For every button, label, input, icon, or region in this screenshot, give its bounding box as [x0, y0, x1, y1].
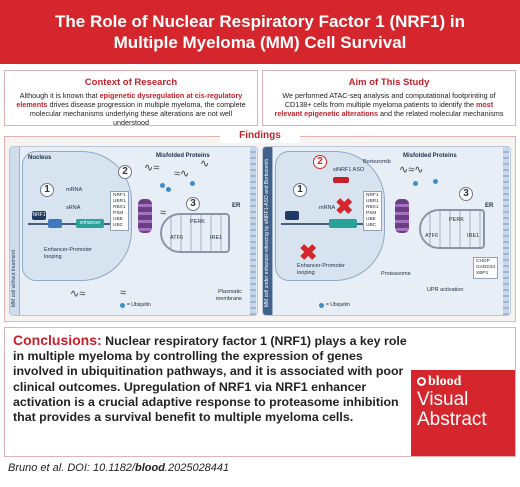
misfolded-proteins-label: Misfolded Proteins — [156, 153, 210, 159]
aim-panel: Aim of This Study We performed ATAC-seq … — [262, 70, 516, 126]
plasma-membrane — [503, 147, 509, 315]
aim-text: We performed ATAC-seq analysis and compu… — [271, 91, 507, 118]
findings-scene-treated: MM cell under enhancer-silencing by siNR… — [262, 146, 511, 316]
plasma-membrane — [250, 147, 256, 315]
ubiquitin-legend-dot — [120, 303, 125, 308]
aso-icon — [333, 177, 349, 183]
misfolded-proteins-label: Misfolded Proteins — [403, 153, 457, 159]
logo-brand-text: blood — [428, 374, 462, 389]
enhancer-box — [329, 219, 357, 228]
conclusions-text: Conclusions: Nuclear respiratory factor … — [13, 332, 413, 425]
ubiquitin-legend-dot — [319, 303, 324, 308]
blood-logo-brand: blood — [417, 374, 509, 390]
context-text-post: drives disease progression in multiple m… — [29, 100, 246, 127]
atf6-label: ATF6 — [425, 233, 439, 239]
ubiquitin-dot — [413, 181, 418, 186]
side-tab-untreated: MM cell without treatment — [10, 147, 20, 315]
context-text-pre: Although it is known that — [19, 91, 100, 100]
misfolded-protein-icon: ∿≈ — [70, 288, 86, 300]
ubiquitin-legend: = Ubiquitin — [127, 302, 151, 308]
findings-scene-untreated: MM cell without treatment Nucleus 1 mRNA… — [9, 146, 258, 316]
aim-text-post: and the related molecular mechanisms — [378, 109, 504, 118]
ire1-label: IRE1 — [467, 233, 480, 239]
blood-drop-icon — [417, 377, 426, 386]
misfolded-protein-icon: ≈ — [160, 207, 167, 219]
context-heading: Context of Research — [84, 77, 178, 88]
perk-label: PERK — [190, 219, 205, 225]
misfolded-protein-icon: ∿≈ — [144, 162, 160, 174]
dna-strand — [28, 223, 120, 225]
er-label: ER — [232, 203, 241, 209]
conclusions-body: Nuclear respiratory factor 1 (NRF1) play… — [13, 334, 407, 425]
endoplasmic-reticulum — [160, 213, 230, 253]
findings-label: Findings — [220, 129, 300, 143]
ire1-label: IRE1 — [210, 235, 223, 241]
ubiquitin-dot — [190, 181, 195, 186]
context-text: Although it is known that epigenetic dys… — [13, 91, 249, 127]
upr-label: UPR activation — [427, 287, 464, 293]
context-text-highlight: epigenetic dysregulation at cis-regulato… — [16, 91, 243, 109]
loop-label: Enhancer-Promoter looping — [44, 247, 92, 260]
logo-line-abstract: Abstract — [417, 409, 487, 430]
step-3-marker: 3 — [186, 197, 200, 211]
misfolded-protein-icon: ∿≈∿ — [399, 164, 424, 176]
proteasome-icon — [395, 199, 409, 233]
nrf1-protein-box: NRF1 — [32, 211, 46, 220]
proteasome-label: Proteasome — [381, 271, 411, 277]
citation-journal: blood — [134, 462, 165, 474]
conclusions-heading: Conclusions: — [13, 332, 102, 348]
srna-label: sRNA — [66, 205, 81, 211]
blood-visual-abstract-logo: blood Visual Abstract — [411, 370, 515, 456]
nrf1-protein-box — [285, 211, 299, 220]
title-line-2: Multiple Myeloma (MM) Cell Survival — [113, 33, 407, 52]
step-1-marker: 1 — [40, 183, 54, 197]
ubiquitin-dot — [166, 187, 171, 192]
loop-label: Enhancer-Promoter looping — [297, 263, 345, 276]
endoplasmic-reticulum — [419, 209, 485, 249]
step-2-marker: 2 — [313, 155, 327, 169]
title-banner: The Role of Nuclear Respiratory Factor 1… — [0, 0, 520, 64]
step-3-marker: 3 — [459, 187, 473, 201]
blocked-x-icon: ✖ — [335, 194, 354, 219]
mrna-label: mRNA — [66, 187, 83, 193]
er-label: ER — [485, 203, 494, 209]
chop-gene-list: CHOP GADD34 XBP1 — [473, 257, 499, 279]
ubiquitin-gene-list: NRF1 UBR1 RBX1 PSM UBE UBC — [110, 191, 129, 231]
promoter-box — [48, 219, 62, 228]
aim-text-highlight: most relevant epigenetic alterations — [274, 100, 494, 118]
misfolded-protein-icon: ∿ — [200, 158, 210, 170]
aim-heading: Aim of This Study — [348, 77, 430, 88]
aim-text-pre: We performed ATAC-seq analysis and compu… — [282, 91, 496, 109]
ubiquitin-legend: = Ubiquitin — [326, 302, 350, 308]
dna-strand — [281, 223, 373, 225]
misfolded-protein-icon: ≈ — [120, 287, 127, 299]
bortezomib-label: Bortezomib — [363, 159, 391, 165]
title-line-1: The Role of Nuclear Respiratory Factor 1… — [55, 12, 465, 31]
citation-authors: Bruno et al. DOI: 10.1182/ — [8, 462, 135, 474]
citation: Bruno et al. DOI: 10.1182/blood.20250284… — [8, 462, 229, 474]
ubiquitin-gene-list: NRF1 UBR1 RBX1 PSM UBE UBC — [363, 191, 382, 231]
misfolded-protein-icon: ≈∿ — [174, 168, 190, 180]
citation-doi-suffix: .2025028441 — [164, 462, 230, 474]
mrna-label: mRNA — [319, 205, 336, 211]
nucleus-label: Nucleus — [28, 155, 52, 161]
membrane-label: Plasmatic membrane — [215, 289, 242, 302]
enhancer-box: enhancer — [76, 219, 104, 228]
side-label-treated: MM cell under enhancer-silencing by siNR… — [264, 158, 270, 307]
atf6-label: ATF6 — [170, 235, 184, 241]
proteasome-icon — [138, 199, 152, 233]
logo-line-visual: Visual — [417, 389, 469, 410]
aso-label: siNRF1 ASO — [333, 167, 365, 173]
ubiquitin-dot — [160, 183, 165, 188]
perk-label: PERK — [449, 217, 464, 223]
side-label-untreated: MM cell without treatment — [11, 250, 17, 307]
context-panel: Context of Research Although it is known… — [4, 70, 258, 127]
blocked-x-icon: ✖ — [299, 240, 318, 265]
ubiquitin-dot — [433, 179, 438, 184]
step-1-marker: 1 — [293, 183, 307, 197]
step-2-marker: 2 — [118, 165, 132, 179]
side-tab-treated: MM cell under enhancer-silencing by siNR… — [263, 147, 273, 315]
